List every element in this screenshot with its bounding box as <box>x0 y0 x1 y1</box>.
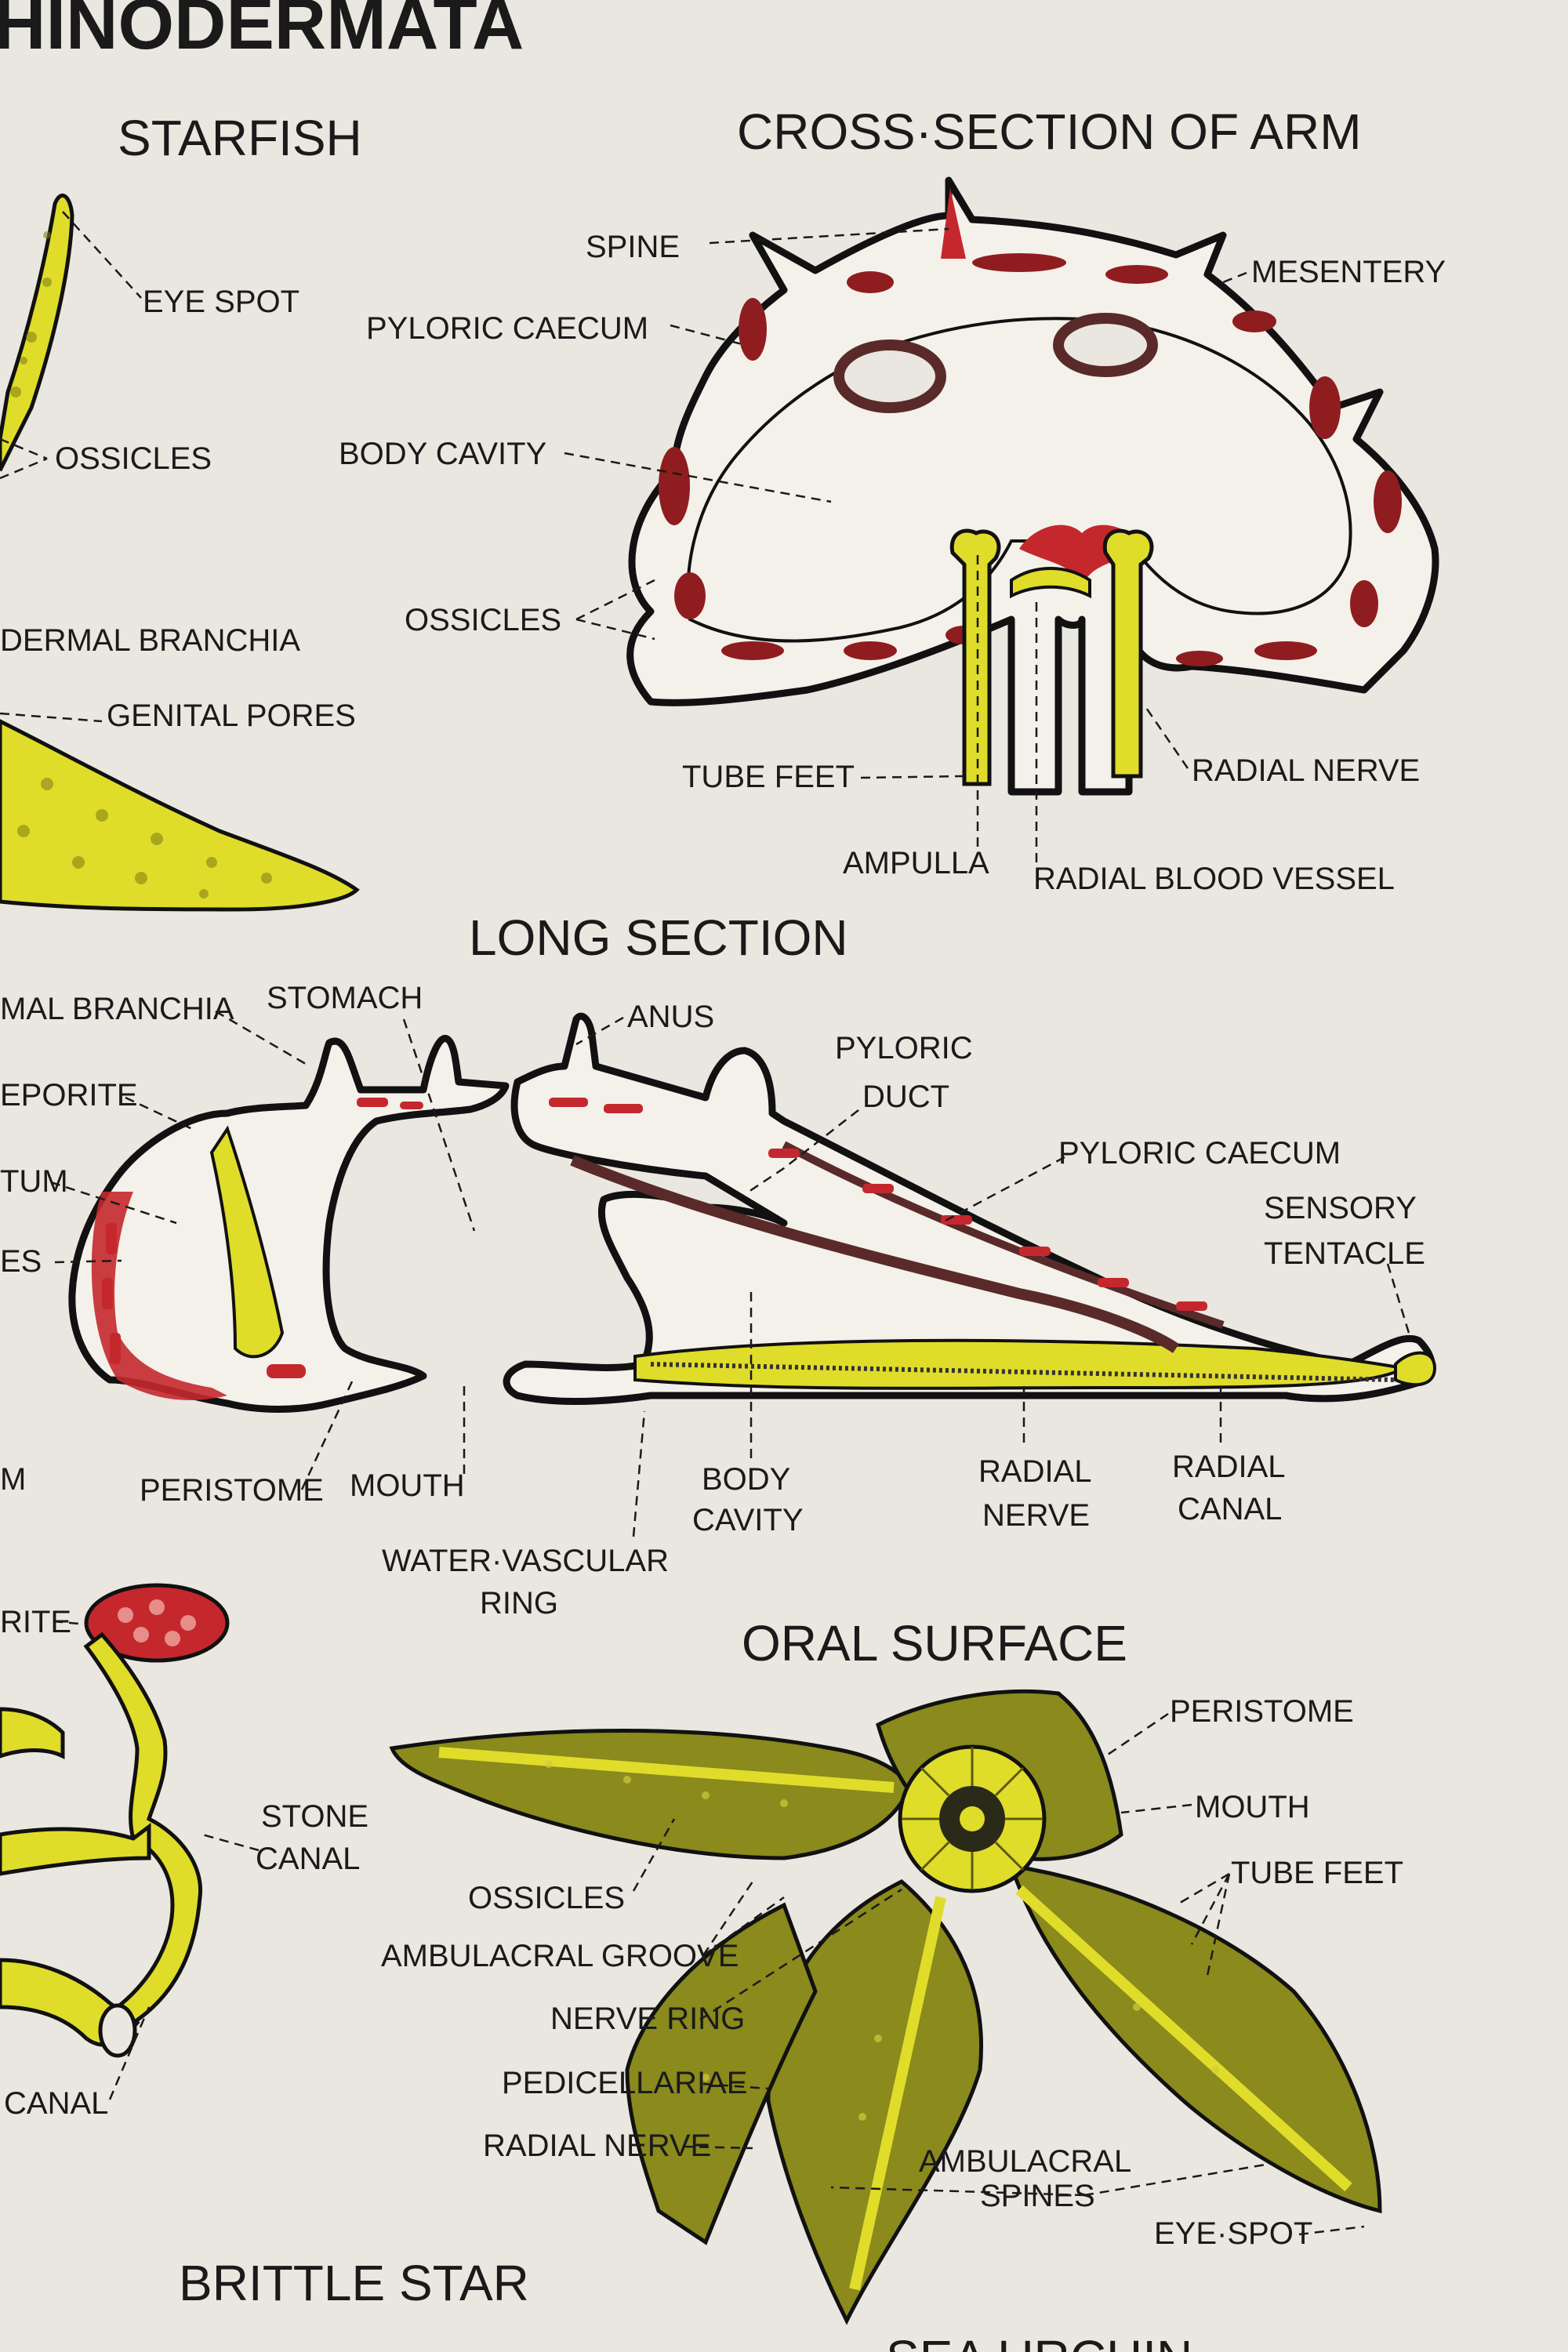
long-section-illustration <box>68 1012 1437 1413</box>
label-radial-nerve-long-2: NERVE <box>982 1498 1090 1533</box>
label-stone-canal-2: CANAL <box>256 1842 360 1876</box>
label-ambulacral-spines-1: AMBULACRAL <box>919 2144 1131 2179</box>
oral-surface-heading: ORAL SURFACE <box>742 1615 1127 1671</box>
label-sensory-tentacle-2: TENTACLE <box>1264 1236 1425 1271</box>
label-mesentery: MESENTERY <box>1251 255 1446 289</box>
label-ambulacral-groove: AMBULACRAL GROOVE <box>381 1939 739 1973</box>
label-pyloric-caecum-long: PYLORIC CAECUM <box>1058 1136 1341 1171</box>
label-ampulla: AMPULLA <box>843 846 989 880</box>
oral-surface-illustration <box>389 1689 1382 2325</box>
starfish-heading: STARFISH <box>118 110 362 166</box>
label-anus: ANUS <box>627 1000 714 1034</box>
label-water-vascular-ring-2: RING <box>480 1586 558 1621</box>
label-dermal-branchia: DERMAL BRANCHIA <box>0 623 300 658</box>
label-peristome-long: PERISTOME <box>140 1473 324 1508</box>
label-tube-feet-oral: TUBE FEET <box>1231 1856 1403 1890</box>
label-body-cavity-2: CAVITY <box>692 1503 804 1537</box>
starfish-illustration <box>0 193 360 912</box>
label-pyloric-duct-2: DUCT <box>862 1080 949 1114</box>
label-pyloric-duct-1: PYLORIC <box>835 1031 973 1065</box>
label-stone-canal-1: STONE <box>261 1799 368 1834</box>
label-pedicellariae: PEDICELLARIAE <box>502 2066 747 2100</box>
label-ossicles-arm: OSSICLES <box>405 603 561 637</box>
label-radial-nerve-oral: RADIAL NERVE <box>483 2129 711 2163</box>
oral-surface-leaders <box>632 1712 1365 2236</box>
sea-urchin-heading: SEA URCHIN <box>886 2330 1192 2352</box>
label-canal: CANAL <box>4 2086 108 2121</box>
cross-section-heading: CROSS·SECTION OF ARM <box>737 103 1362 160</box>
label-radial-nerve-arm: RADIAL NERVE <box>1192 753 1420 788</box>
label-dermal-branchia-long: MAL BRANCHIA <box>0 992 234 1026</box>
label-edge-letter: M <box>0 1462 26 1497</box>
label-stomach: STOMACH <box>267 981 423 1015</box>
label-tube-feet-arm: TUBE FEET <box>682 760 855 794</box>
long-section-heading: LONG SECTION <box>469 909 848 966</box>
label-eye-spot: EYE SPOT <box>143 285 299 319</box>
label-sensory-tentacle-1: SENSORY <box>1264 1191 1417 1225</box>
label-ossicles-long: ES <box>0 1244 42 1279</box>
long-section-leaders <box>50 1010 1413 1537</box>
label-body-cavity: BODY CAVITY <box>339 437 546 471</box>
label-radial-blood-vessel: RADIAL BLOOD VESSEL <box>1033 862 1395 896</box>
label-ossicles: OSSICLES <box>55 441 212 476</box>
label-madreporite-wv: RITE <box>0 1605 71 1639</box>
cross-section-illustration <box>626 176 1439 796</box>
label-ossicles-oral: OSSICLES <box>468 1881 625 1915</box>
label-radial-nerve-long-1: RADIAL <box>978 1454 1092 1489</box>
water-vascular-illustration <box>0 1583 230 2058</box>
cross-section-leaders <box>564 227 1247 862</box>
label-eye-spot-oral: EYE·SPOT <box>1154 2216 1312 2251</box>
brittle-star-heading: BRITTLE STAR <box>179 2255 529 2311</box>
starfish-leaders <box>0 211 142 723</box>
label-nerve-ring: NERVE RING <box>550 2002 745 2036</box>
label-peristome-oral: PERISTOME <box>1170 1694 1354 1729</box>
label-genital-pores: GENITAL PORES <box>107 699 356 733</box>
label-body-cavity-1: BODY <box>702 1462 790 1497</box>
label-mouth-oral: MOUTH <box>1195 1790 1310 1824</box>
water-vascular-leaders <box>53 1620 260 2100</box>
label-water-vascular-ring-1: WATER·VASCULAR <box>382 1544 669 1578</box>
label-mouth-long: MOUTH <box>350 1468 465 1503</box>
label-madreporite-long: EPORITE <box>0 1078 138 1112</box>
label-pyloric-caecum: PYLORIC CAECUM <box>366 311 648 346</box>
label-ambulacral-spines-2: SPINES <box>980 2179 1095 2213</box>
label-spine: SPINE <box>586 230 680 264</box>
label-radial-canal-2: CANAL <box>1178 1492 1282 1526</box>
label-septum-long: TUM <box>0 1164 68 1199</box>
label-radial-canal-1: RADIAL <box>1172 1450 1286 1484</box>
poster-title: HINODERMATA <box>0 0 524 64</box>
